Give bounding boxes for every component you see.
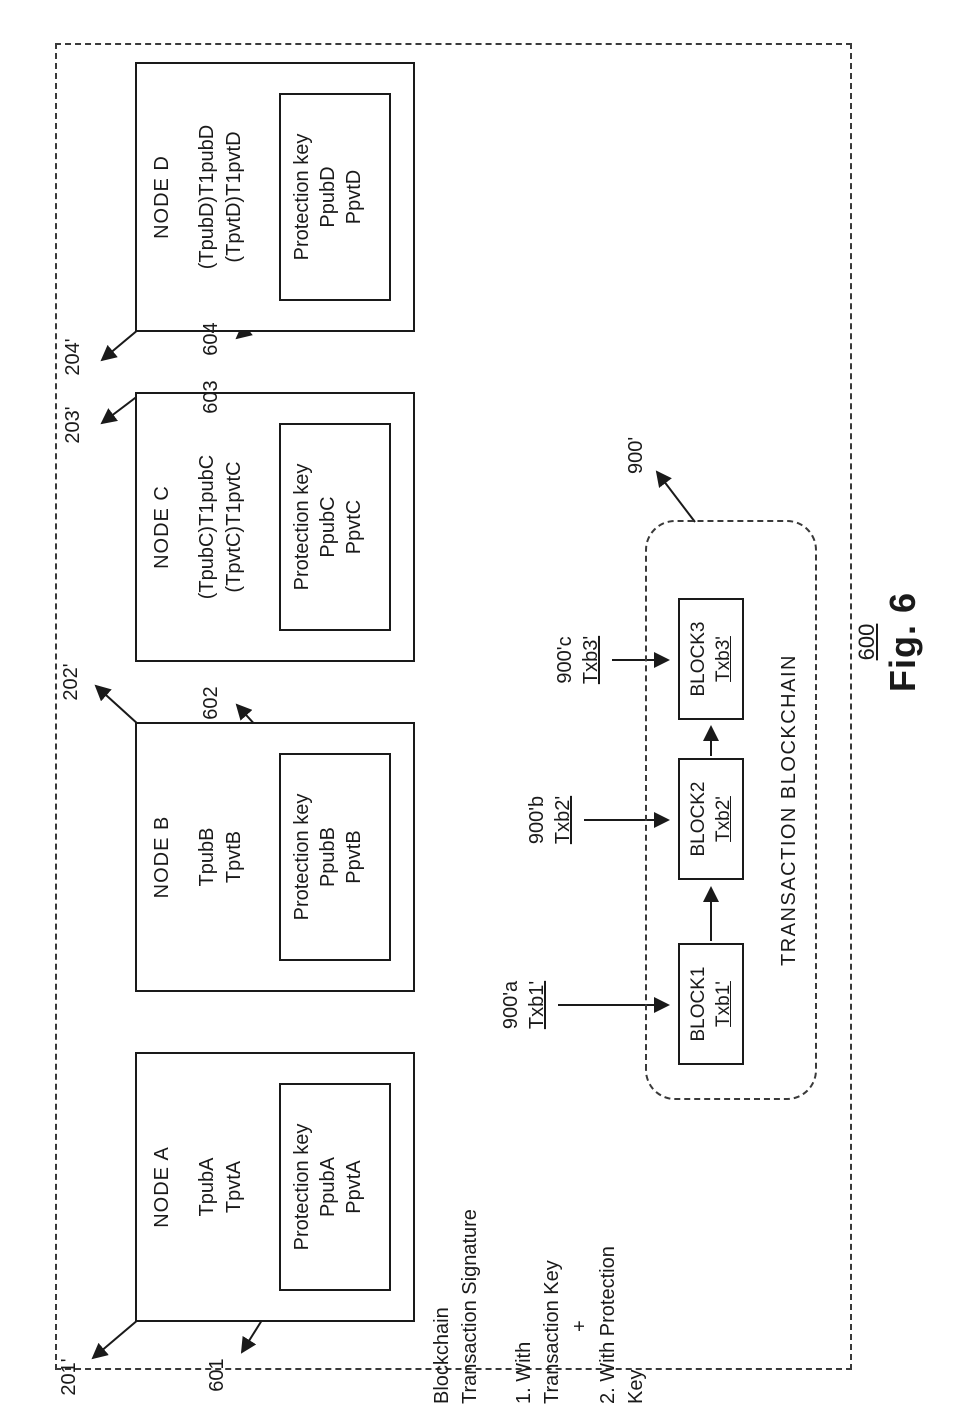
node-b-protection-key-box: Protection key PpubB PpvtB xyxy=(279,753,391,961)
node-a-ppvt: PpvtA xyxy=(343,1160,365,1214)
node-a-box: NODE A TpubA TpvtA Protection key PpubA … xyxy=(135,1052,415,1322)
block1-name: BLOCK1 xyxy=(688,966,709,1042)
node-a-protection-label: Protection key xyxy=(291,1123,313,1251)
block2-tx: Txb2' xyxy=(713,796,734,842)
block3-tx: Txb3' xyxy=(713,636,734,682)
block3-name: BLOCK3 xyxy=(688,621,709,697)
node-b-key-line-2: TpvtB xyxy=(223,830,245,884)
legend-item1-line2: Transaction Key xyxy=(541,1260,563,1404)
ref-label-604: 604 xyxy=(200,322,222,356)
node-b-keys: TpubB TpvtB xyxy=(194,724,248,990)
node-d-title: NODE D xyxy=(151,155,173,239)
node-a-ppub: PpubA xyxy=(317,1156,339,1218)
node-d-protection-label: Protection key xyxy=(291,133,313,261)
node-b-key-line-1: TpubB xyxy=(196,827,218,887)
node-b-title: NODE B xyxy=(151,815,173,899)
legend-item2-line1: 2. With Protection xyxy=(597,1246,619,1404)
block2-input-label: 900'b Txb2' xyxy=(524,775,576,865)
block1-input-label: 900'a Txb1' xyxy=(498,960,550,1050)
block2-input-ref: 900'b xyxy=(526,795,548,845)
legend-note: Blockchain Transaction Signature 1. With… xyxy=(428,1144,650,1404)
legend-item2-line2: Key xyxy=(625,1369,647,1404)
legend-item1-line1: 1. With xyxy=(513,1341,535,1404)
ref-label-602: 602 xyxy=(200,686,222,720)
block1-box: BLOCK1 Txb1' xyxy=(678,943,744,1065)
node-a-protection-key-box: Protection key PpubA PpvtA xyxy=(279,1083,391,1291)
node-d-keys: (TpubD)T1pubD (TpvtD)T1pvtD xyxy=(194,64,248,330)
node-c-key-line-2: (TpvtC)T1pvtC xyxy=(223,461,245,593)
node-a-keys: TpubA TpvtA xyxy=(194,1054,248,1320)
block2-box: BLOCK2 Txb2' xyxy=(678,758,744,880)
node-d-ppvt: PpvtD xyxy=(343,169,365,225)
legend-plus: + xyxy=(569,1320,591,1332)
node-c-ppub: PpubC xyxy=(317,496,339,558)
block1-tx: Txb1' xyxy=(713,981,734,1027)
node-c-ppvt: PpvtC xyxy=(343,499,365,555)
block3-box: BLOCK3 Txb3' xyxy=(678,598,744,720)
block2-name: BLOCK2 xyxy=(688,781,709,857)
node-a-key-line-2: TpvtA xyxy=(223,1160,245,1214)
block3-input-label: 900'c Txb3' xyxy=(552,615,604,705)
node-c-keys: (TpubC)T1pubC (TpvtC)T1pvtC xyxy=(194,394,248,660)
ref-label-900: 900' xyxy=(625,436,647,474)
ref-label-201: 201' xyxy=(58,1358,80,1396)
node-b-box: NODE B TpubB TpvtB Protection key PpubB … xyxy=(135,722,415,992)
node-c-protection-label: Protection key xyxy=(291,463,313,591)
legend-title-line2: Transaction Signature xyxy=(459,1209,481,1404)
node-c-protection-key-box: Protection key PpubC PpvtC xyxy=(279,423,391,631)
legend-title-line1: Blockchain xyxy=(431,1307,453,1404)
node-c-title: NODE C xyxy=(151,485,173,569)
node-d-key-line-2: (TpvtD)T1pvtD xyxy=(223,131,245,263)
figure-number: 600 xyxy=(854,623,879,661)
block3-input-ref: 900'c xyxy=(554,636,576,684)
transaction-blockchain-label: TRANSACTION BLOCKCHAIN xyxy=(778,654,800,966)
block1-input-tx: Txb1' xyxy=(526,980,548,1030)
block3-input-tx: Txb3' xyxy=(580,635,602,685)
ref-label-203: 203' xyxy=(62,406,84,444)
node-b-protection-label: Protection key xyxy=(291,793,313,921)
node-d-key-line-1: (TpubD)T1pubD xyxy=(196,124,218,270)
node-a-title: NODE A xyxy=(151,1146,173,1228)
ref-label-601: 601 xyxy=(206,1358,228,1392)
node-b-ppvt: PpvtB xyxy=(343,830,365,884)
node-c-box: NODE C (TpubC)T1pubC (TpvtC)T1pvtC Prote… xyxy=(135,392,415,662)
block1-input-ref: 900'a xyxy=(500,980,522,1030)
node-b-ppub: PpubB xyxy=(317,826,339,888)
legend-spacer xyxy=(484,1144,510,1404)
node-d-ppub: PpubD xyxy=(317,166,339,228)
block2-input-tx: Txb2' xyxy=(552,795,574,845)
figure-label: Fig. 6 xyxy=(882,592,923,693)
node-c-key-line-1: (TpubC)T1pubC xyxy=(196,454,218,600)
ref-label-202: 202' xyxy=(60,663,82,701)
node-d-protection-key-box: Protection key PpubD PpvtD xyxy=(279,93,391,301)
ref-label-204: 204' xyxy=(62,338,84,376)
node-d-box: NODE D (TpubD)T1pubD (TpvtD)T1pvtD Prote… xyxy=(135,62,415,332)
node-a-key-line-1: TpubA xyxy=(196,1157,218,1217)
